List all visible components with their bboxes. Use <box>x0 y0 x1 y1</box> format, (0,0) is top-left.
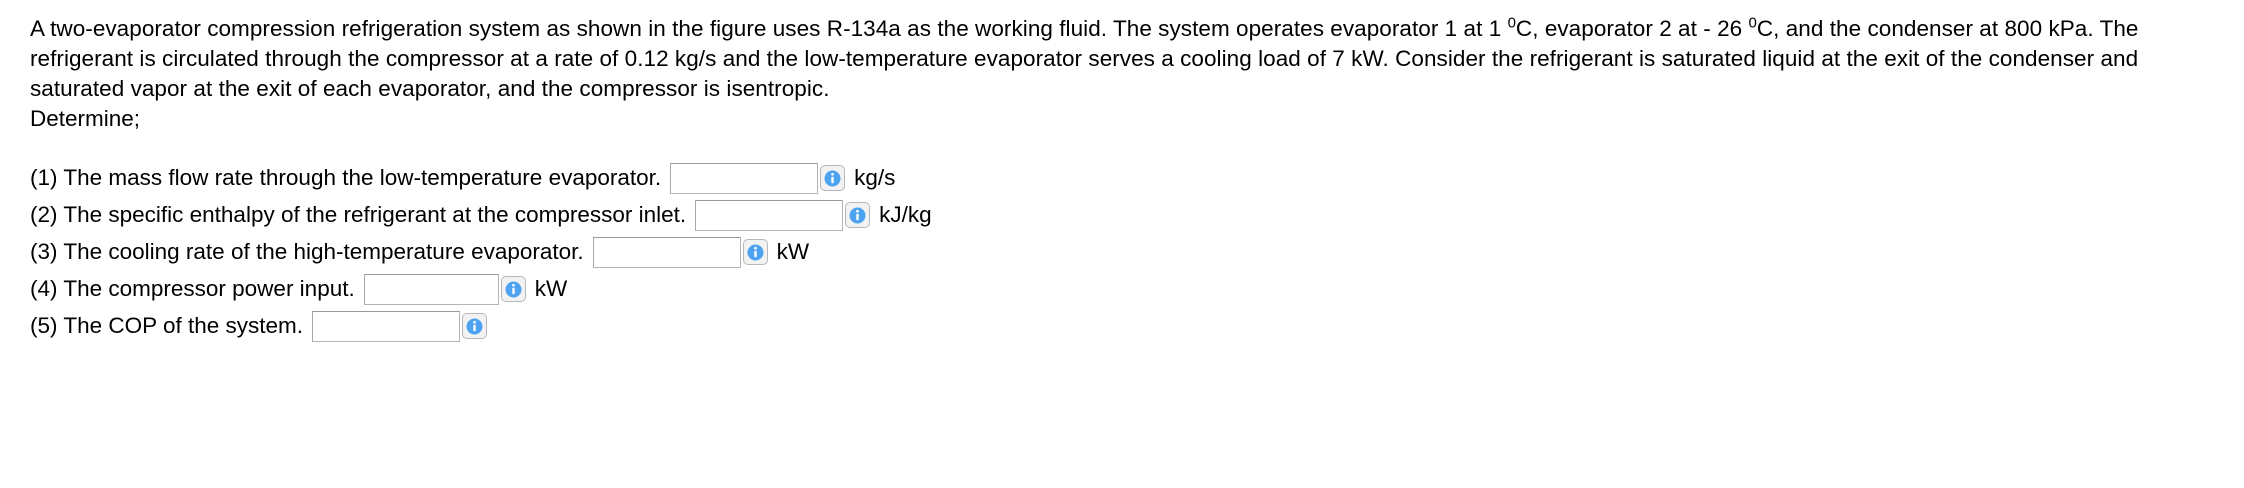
answer-input-4[interactable] <box>363 273 499 305</box>
question-row-5: (5) The COP of the system. <box>30 308 2244 344</box>
info-icon[interactable] <box>742 239 768 265</box>
info-icon[interactable] <box>845 202 871 228</box>
answer-input-1[interactable] <box>670 162 819 194</box>
question-label-4: (4) The compressor power input. <box>30 276 355 301</box>
statement-part-2: C, evaporator 2 at - 26 <box>1515 16 1749 41</box>
determine-label: Determine; <box>30 106 141 131</box>
answer-input-5[interactable] <box>312 310 461 342</box>
degree-symbol-2: 0 <box>1748 14 1757 32</box>
problem-statement-paragraph: A two-evaporator compression refrigerati… <box>30 14 2220 104</box>
question-row-2: (2) The specific enthalpy of the refrige… <box>30 197 2244 233</box>
question-label-3: (3) The cooling rate of the high-tempera… <box>30 239 584 264</box>
question-label-5: (5) The COP of the system. <box>30 313 304 338</box>
info-icon[interactable] <box>820 165 846 191</box>
statement-part-1: A two-evaporator compression refrigerati… <box>30 16 1508 41</box>
answer-input-3[interactable] <box>592 236 741 268</box>
info-icon[interactable] <box>462 313 488 339</box>
statement-part-3: C, and the condenser at 800 kPa. The ref… <box>30 16 2139 101</box>
degree-symbol-1: 0 <box>1507 14 1516 32</box>
unit-label-3: kW <box>776 239 810 264</box>
answer-input-2[interactable] <box>695 199 844 231</box>
problem-statement: A two-evaporator compression refrigerati… <box>30 14 2220 104</box>
question-list: (1) The mass flow rate through the low-t… <box>30 160 2244 344</box>
question-row-4: (4) The compressor power input. kW <box>30 271 2244 307</box>
unit-label-1: kg/s <box>854 165 896 190</box>
unit-label-4: kW <box>534 276 568 301</box>
question-label-2: (2) The specific enthalpy of the refrige… <box>30 202 687 227</box>
unit-label-2: kJ/kg <box>879 202 932 227</box>
question-label-1: (1) The mass flow rate through the low-t… <box>30 165 662 190</box>
info-icon[interactable] <box>500 276 526 302</box>
question-row-1: (1) The mass flow rate through the low-t… <box>30 160 2244 196</box>
question-row-3: (3) The cooling rate of the high-tempera… <box>30 234 2244 270</box>
